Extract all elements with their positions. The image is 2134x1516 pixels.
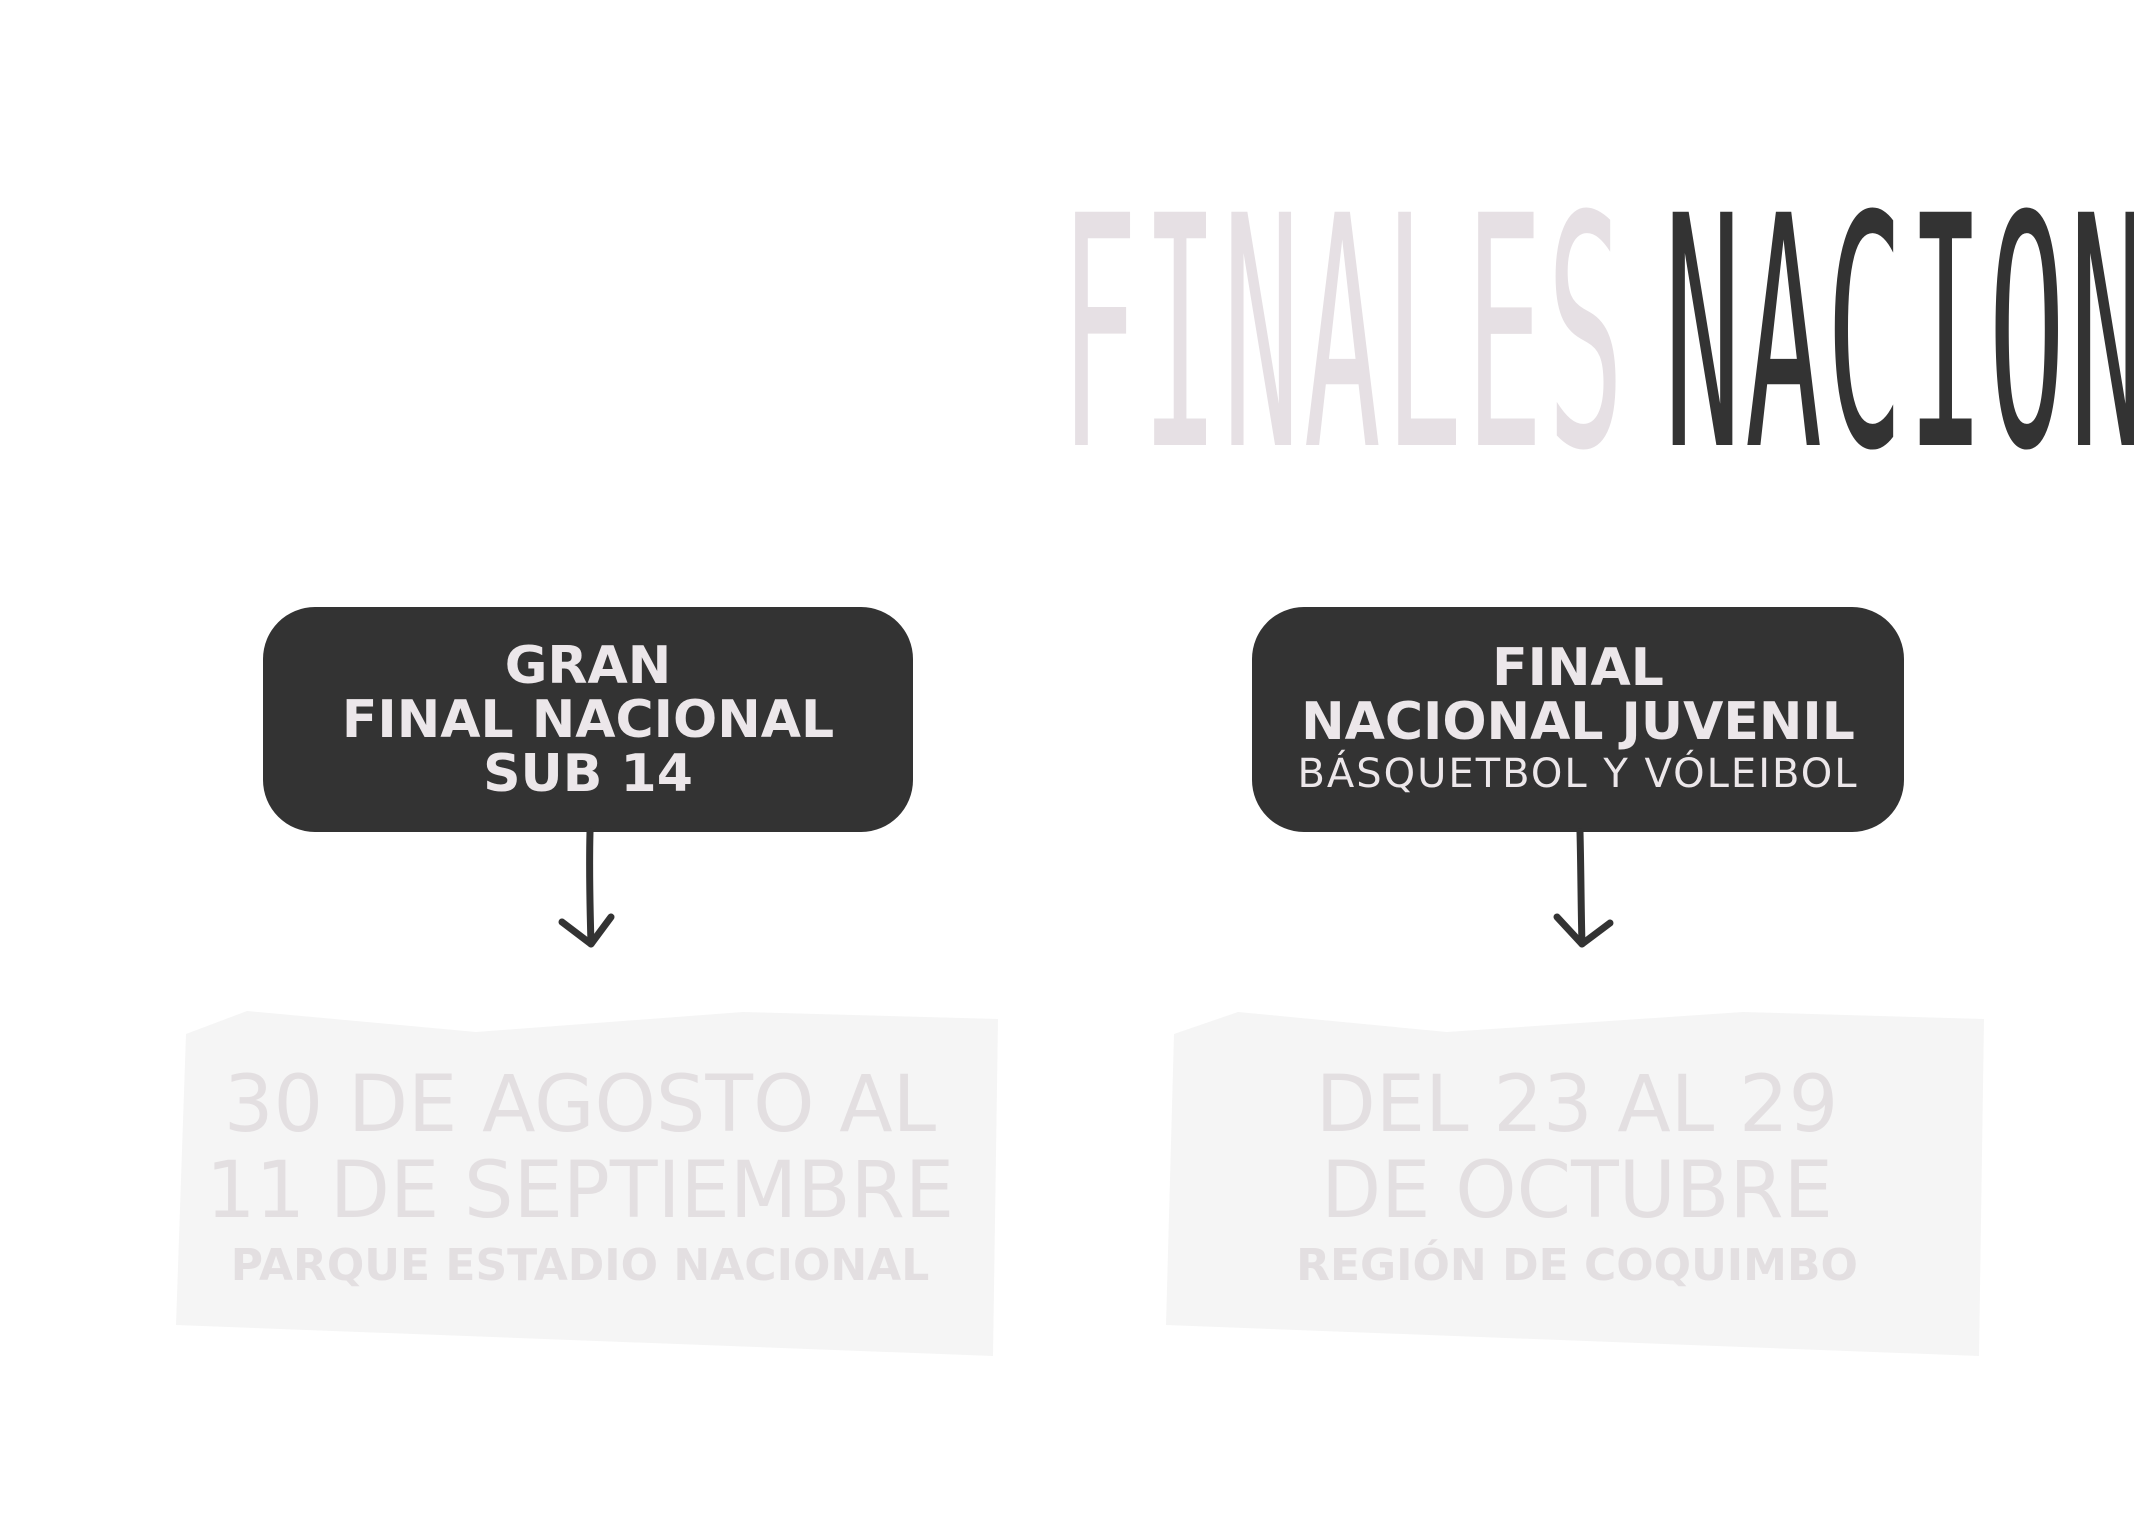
card-left-line-1: GRAN	[504, 635, 672, 696]
date-block-right: DEL 23 AL 29 DE OCTUBRE REGIÓN DE COQUIM…	[1212, 1062, 1942, 1294]
date-panel-right-bg	[1166, 1012, 1984, 1356]
date-left-place: PARQUE ESTADIO NACIONAL	[230, 1240, 930, 1291]
card-final-nacional-juvenil: FINAL NACIONAL JUVENIL BÁSQUETBOL Y VÓLE…	[1252, 607, 1904, 832]
card-right-line-1: FINAL	[1492, 637, 1664, 698]
title-light-word: FINALES	[1060, 149, 1628, 521]
card-right-subline: BÁSQUETBOL Y VÓLEIBOL	[1297, 750, 1859, 797]
title-dark-word: NACIONALES	[1663, 149, 2134, 521]
page-title: FINALESNACIONALES	[0, 175, 2134, 495]
date-right-line-2: DE OCTUBRE	[1321, 1146, 1833, 1236]
arrow-down-icon	[1553, 828, 1614, 948]
card-gran-final-sub14: GRAN FINAL NACIONAL SUB 14	[263, 607, 913, 832]
date-right-place: REGIÓN DE COQUIMBO	[1296, 1240, 1858, 1291]
date-left-line-1: 30 DE AGOSTO AL	[223, 1060, 937, 1150]
card-left-line-2: FINAL NACIONAL	[341, 689, 835, 750]
card-left-line-3: SUB 14	[483, 743, 693, 804]
date-panel-left-bg	[176, 1011, 998, 1356]
arrow-down-icon	[558, 828, 615, 948]
date-block-left: 30 DE AGOSTO AL 11 DE SEPTIEMBRE PARQUE …	[180, 1062, 980, 1294]
card-right-line-2: NACIONAL JUVENIL	[1301, 691, 1855, 752]
page-title-inner: FINALESNACIONALES	[1061, 175, 2134, 495]
date-left-line-2: 11 DE SEPTIEMBRE	[205, 1146, 955, 1236]
date-right-line-1: DEL 23 AL 29	[1315, 1060, 1839, 1150]
